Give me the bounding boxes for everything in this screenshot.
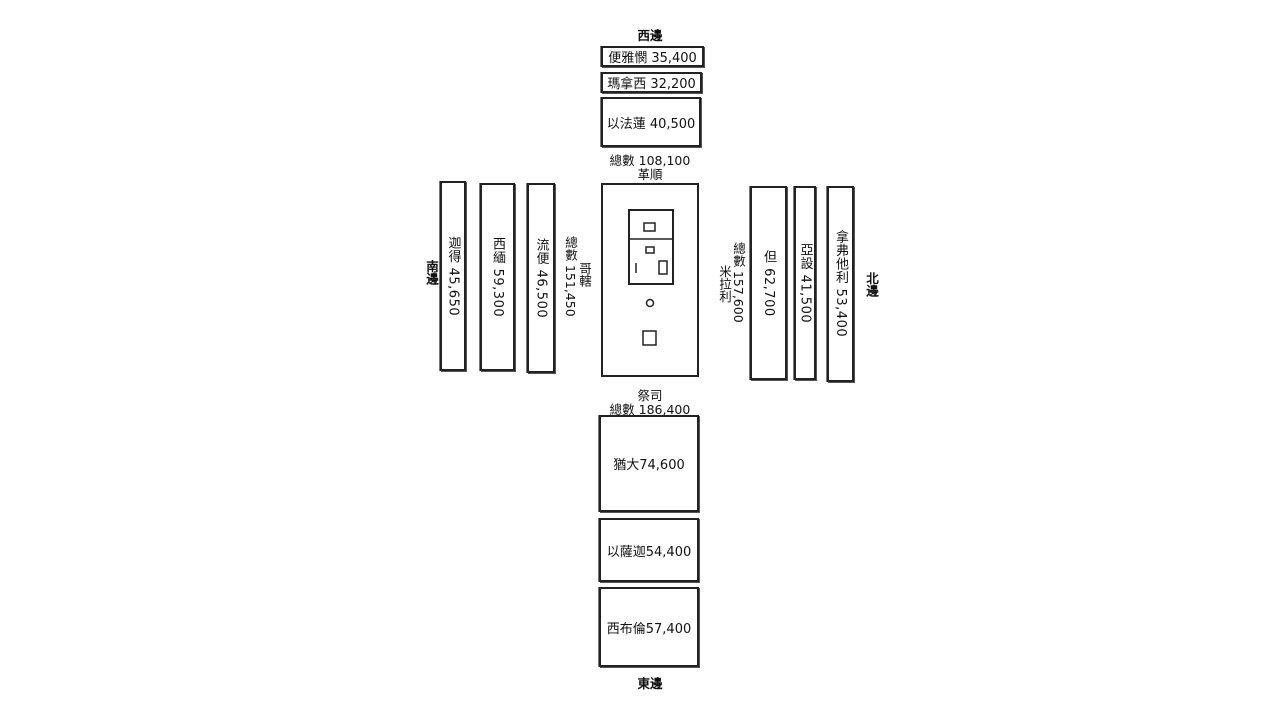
tribe-box-simeon: 西緬 59,300 bbox=[480, 183, 515, 371]
tribe-label-simeon: 西緬 59,300 bbox=[490, 236, 505, 318]
bronze-altar-icon bbox=[642, 330, 657, 346]
tribe-label-asher: 亞設 41,500 bbox=[797, 242, 813, 324]
tribe-label-naphtali: 拿弗他利 53,400 bbox=[833, 230, 848, 338]
tribe-label-zebulun: 西布倫57,400 bbox=[606, 621, 692, 637]
tribe-label-ephraim: 以法蓮 40,500 bbox=[606, 116, 696, 132]
tribe-box-naphtali: 拿弗他利 53,400 bbox=[827, 186, 854, 382]
west-total: 總數 108,100 bbox=[609, 153, 691, 168]
tribe-label-judah: 猶大74,600 bbox=[613, 458, 685, 473]
tribe-box-dan: 但 62,700 bbox=[750, 186, 787, 380]
east-direction-label: 東邊 bbox=[637, 676, 663, 691]
north-total: 總數 157,600 bbox=[731, 242, 746, 323]
west-direction-label: 西邊 bbox=[637, 28, 663, 43]
north-direction-label: 北邊 bbox=[864, 272, 879, 297]
tribe-label-issachar: 以薩迦54,400 bbox=[606, 544, 692, 560]
tribe-label-gad: 迦得 45,650 bbox=[445, 235, 461, 317]
tabernacle-diagram bbox=[601, 183, 699, 377]
tribe-box-reuben: 流便 46,500 bbox=[527, 183, 555, 373]
tribe-label-reuben: 流便 46,500 bbox=[533, 237, 549, 319]
tribe-box-benjamin: 便雅憫 35,400 bbox=[601, 46, 704, 67]
tribe-box-issachar: 以薩迦54,400 bbox=[599, 518, 699, 582]
south-total: 總數 151,450 bbox=[563, 236, 578, 317]
tribe-box-asher: 亞設 41,500 bbox=[794, 186, 816, 380]
south-direction-label: 南邊 bbox=[424, 260, 439, 285]
tribe-box-judah: 猶大74,600 bbox=[599, 415, 699, 512]
altar-of-incense-icon bbox=[645, 246, 655, 254]
tribe-label-manasseh: 瑪拿西 32,200 bbox=[607, 77, 696, 92]
tribe-box-gad: 迦得 45,650 bbox=[440, 181, 466, 371]
ark-icon bbox=[643, 222, 656, 232]
south-clan: 哥轄 bbox=[577, 262, 592, 287]
tribe-box-zebulun: 西布倫57,400 bbox=[599, 587, 699, 667]
west-clan: 革順 bbox=[637, 167, 663, 182]
tribe-label-benjamin: 便雅憫 35,400 bbox=[608, 51, 697, 66]
laver-icon bbox=[645, 298, 655, 308]
tribe-label-dan: 但 62,700 bbox=[761, 249, 776, 317]
east-total: 總數 186,400 bbox=[609, 402, 691, 417]
north-clan: 米拉利 bbox=[717, 265, 732, 303]
tribe-box-ephraim: 以法蓮 40,500 bbox=[601, 97, 701, 147]
east-clan: 祭司 bbox=[637, 388, 663, 403]
table-of-showbread-icon bbox=[658, 260, 668, 275]
tribe-box-manasseh: 瑪拿西 32,200 bbox=[601, 72, 702, 93]
